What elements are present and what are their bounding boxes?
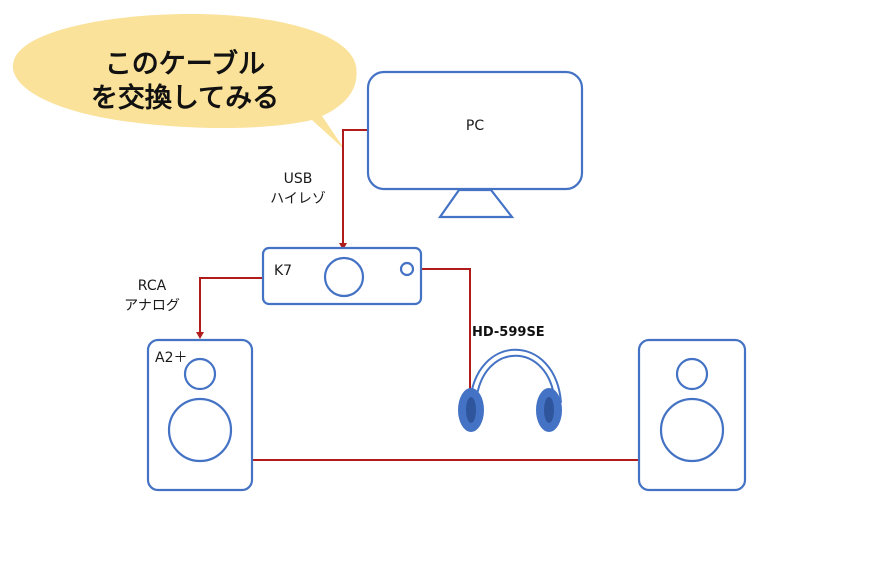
k7-label: K7 [274,263,292,279]
speaker-left-woofer [167,397,233,463]
speaker-right-tweeter [675,357,709,391]
headphones: HD-599SE [458,325,562,432]
k7-headphone-jack [399,261,415,277]
rca-cable [199,277,263,335]
wires [196,129,639,461]
speaker-right [637,338,747,492]
speaker-right-woofer [659,397,725,463]
pc-label: PC [466,118,484,134]
k7-volume-knob [323,256,365,298]
pc-stand [437,188,515,219]
callout-shape [12,14,357,150]
rca-label-line2: アナログ [124,298,180,314]
callout-text-line2: を交換してみる [91,82,279,114]
usb-cable [342,129,368,247]
usb-label-line2: ハイレゾ [270,191,326,207]
rca-label-line1: RCA [138,278,167,294]
pc-monitor: PC [366,70,584,219]
headphone-cable [418,268,471,392]
callout-bubble: このケーブル を交換してみる [12,14,357,150]
headphones-label: HD-599SE [472,325,545,340]
speaker-left: A2＋ [146,338,254,492]
usb-label-line1: USB [284,171,313,187]
k7-amp: K7 [261,246,423,306]
speaker-left-label: A2＋ [155,350,187,366]
headphone-right-earcup-pad [544,397,554,423]
rca-cable-arrowhead [196,332,204,339]
headphone-left-earcup-pad [466,397,476,423]
callout-text-line1: このケーブル [105,48,265,80]
speaker-left-tweeter [183,357,217,391]
usb-cable-arrowhead [339,243,347,250]
headphone-band-inner [471,350,560,404]
